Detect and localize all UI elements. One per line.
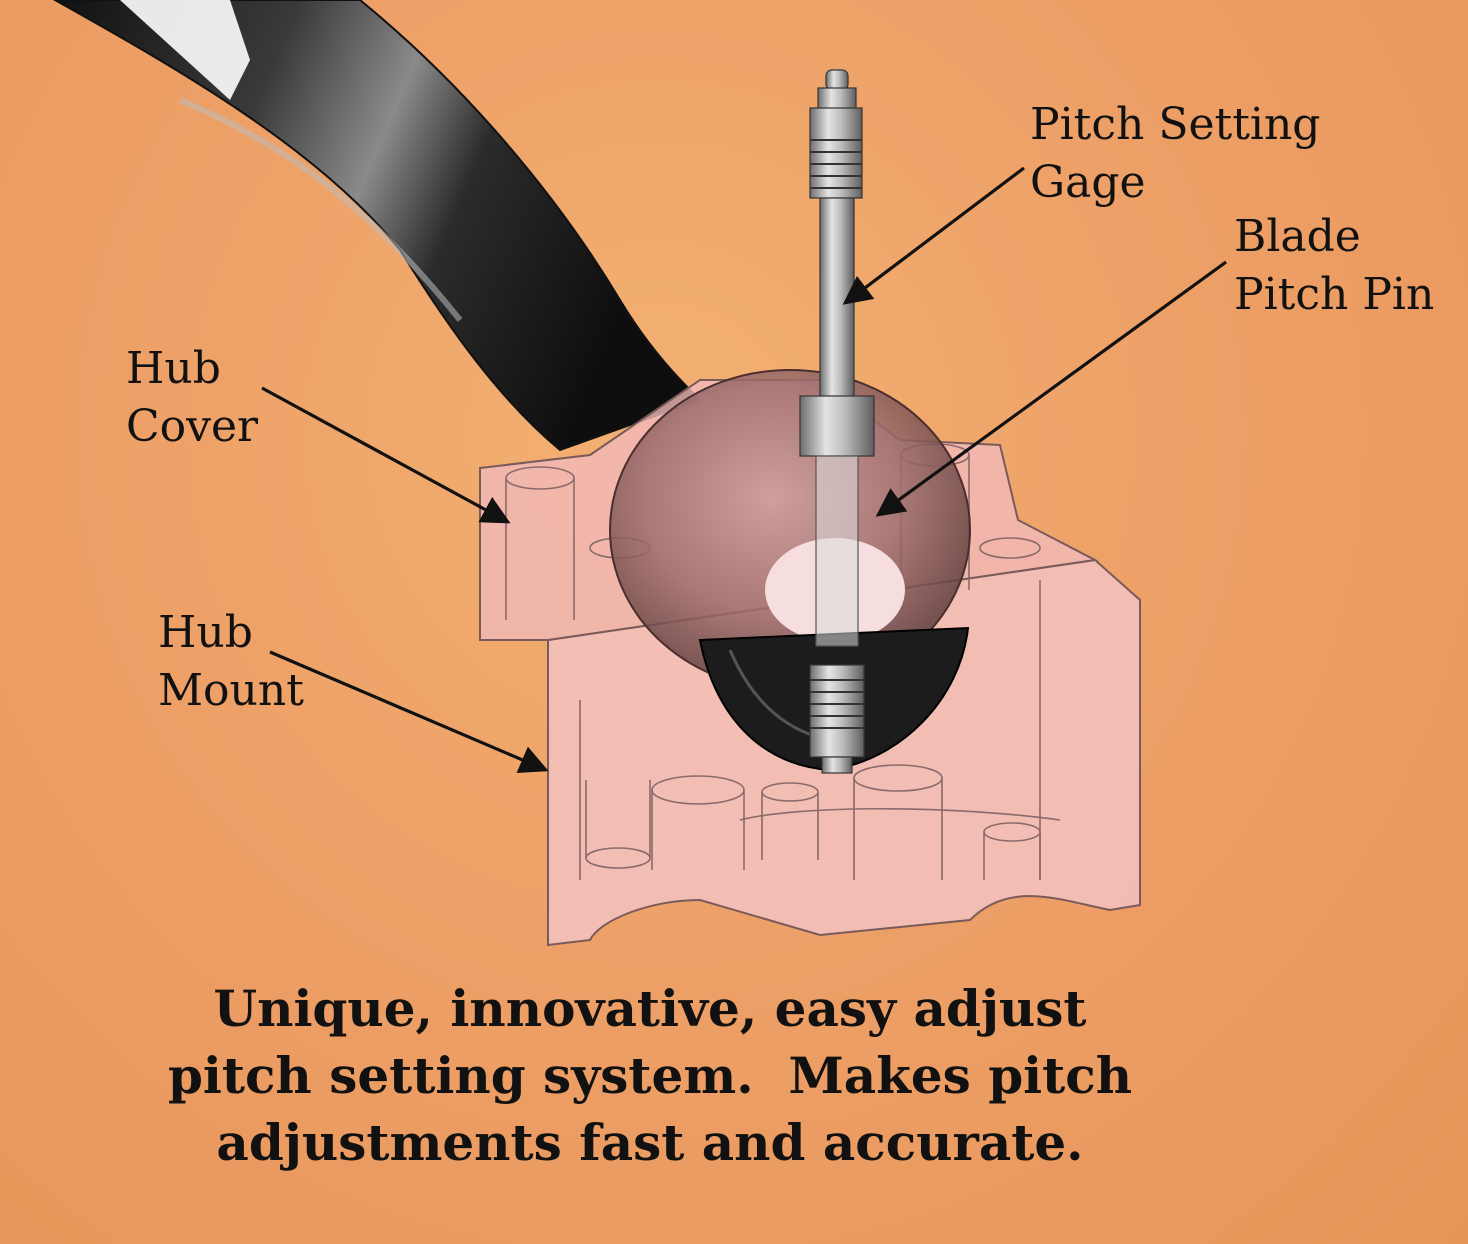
caption-line-3: adjustments fast and accurate. [216,1113,1084,1172]
label-gage-line-1: Pitch Setting [1030,99,1321,150]
propeller-blade [52,0,702,452]
pointer-arrows [261,166,1227,774]
arrow-cover [261,386,511,524]
label-pin-line-2: Pitch Pin [1234,269,1435,320]
label-hub-mount: Hub Mount [158,604,304,720]
caption-line-1: Unique, innovative, easy adjust [213,979,1087,1038]
label-hub-cover: Hub Cover [126,340,258,456]
arrow-mount [269,650,549,774]
label-mount-line-1: Hub [158,607,253,658]
label-mount-line-2: Mount [158,665,304,716]
label-pitch-setting-gage: Pitch Setting Gage [1030,96,1320,212]
label-cover-line-1: Hub [126,343,221,394]
caption-line-2: pitch setting system. Makes pitch [167,1046,1133,1105]
pitch-setting-gage-pin [799,69,875,774]
label-gage-line-2: Gage [1030,157,1146,208]
label-blade-pitch-pin: Blade Pitch Pin [1234,208,1434,324]
label-pin-line-1: Blade [1234,211,1361,262]
arrow-pin [875,260,1227,517]
caption: Unique, innovative, easy adjust pitch se… [0,975,1300,1176]
label-cover-line-2: Cover [126,401,259,452]
arrow-gage [842,166,1025,305]
